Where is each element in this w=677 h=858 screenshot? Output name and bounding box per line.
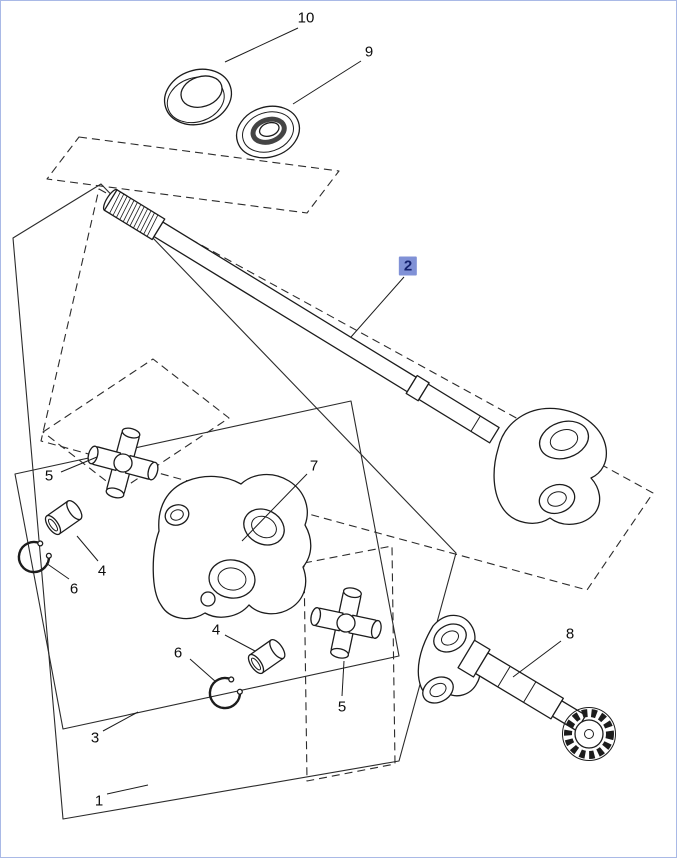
part-2-axle-shaft[interactable] [101,188,608,525]
leader-line-2 [350,276,405,338]
callout-6-upper[interactable]: 6 [69,580,79,598]
callout-5-lower[interactable]: 5 [337,698,347,716]
part-4-bearing-cup-upper[interactable] [41,497,86,538]
callout-6-lower[interactable]: 6 [173,644,183,662]
leader-line-8 [512,640,562,678]
part-4-bearing-cup-lower[interactable] [244,636,289,677]
part-7-yoke[interactable] [152,473,312,620]
part-6-snap-ring-lower[interactable] [202,670,248,716]
part-8-stub-shaft[interactable] [417,614,616,761]
leader-line-7 [241,473,308,542]
leader-line-4-lower [224,634,256,652]
callout-9[interactable]: 9 [364,43,374,61]
callout-10[interactable]: 10 [297,9,315,27]
leader-line-5-upper [60,456,98,473]
leader-line-6-upper [45,562,70,580]
part-5-ujoint-cross-lower[interactable] [305,582,387,664]
callout-8[interactable]: 8 [565,625,575,643]
part-9-seal[interactable] [230,98,306,165]
callout-4-upper[interactable]: 4 [97,562,107,580]
phantom-box-ujoint-upper [42,358,230,492]
leader-line-3 [102,711,139,732]
callout-5-upper[interactable]: 5 [44,467,54,485]
leader-lines [45,27,562,795]
leader-line-1 [106,784,149,795]
part-5-ujoint-cross-upper[interactable] [84,424,163,503]
leader-line-6-lower [189,658,217,683]
part-10-dust-shield[interactable] [157,61,238,133]
leader-line-10 [224,27,299,63]
callout-3[interactable]: 3 [90,729,100,747]
group-box-3 [14,400,400,730]
callout-4-lower[interactable]: 4 [211,621,221,639]
leader-line-5-lower [341,660,345,697]
callout-7[interactable]: 7 [309,457,319,475]
callout-2-selected[interactable]: 2 [398,256,418,276]
phantom-box-seal-group [46,136,340,214]
callout-1[interactable]: 1 [94,792,104,810]
leader-line-9 [292,60,362,105]
part-6-snap-ring-upper[interactable] [11,534,57,580]
leader-line-4-upper [76,535,99,562]
phantom-box-ujoint-lower [303,545,396,782]
phantom-box-shaft [40,188,654,591]
